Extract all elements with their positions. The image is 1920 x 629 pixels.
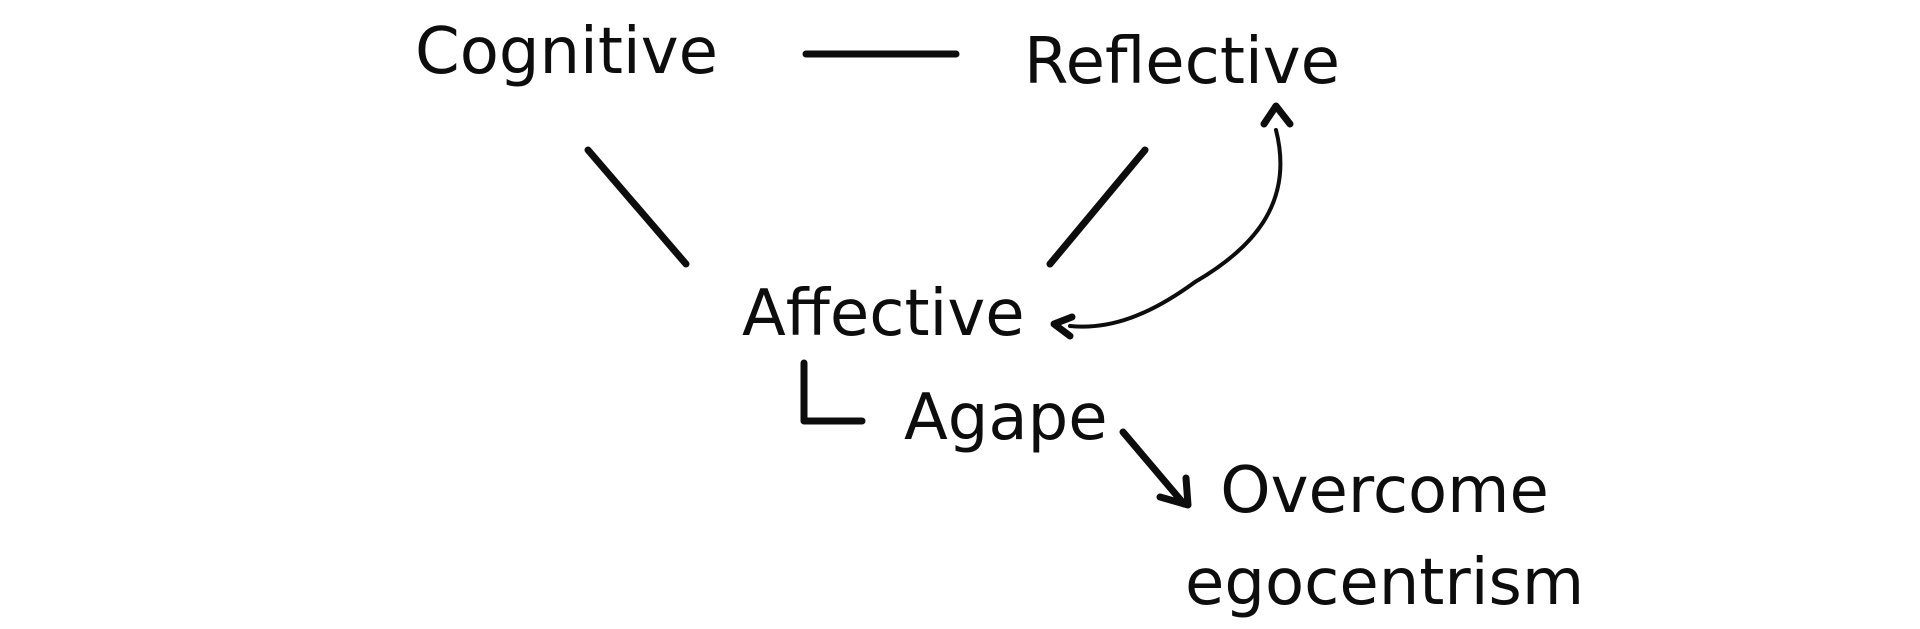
node-outcome-line2: egocentrism (1185, 546, 1585, 620)
node-affective: Affective (742, 277, 1025, 351)
edge-affective-agape-elbow (800, 359, 866, 425)
arrowhead-to-affective (1050, 313, 1076, 340)
edge-agape-outcome (1119, 428, 1188, 508)
edge-reflective-affective (1046, 146, 1149, 268)
edge-cognitive-affective (584, 146, 690, 268)
arrowhead-to-reflective (1260, 102, 1294, 128)
node-outcome-line1: Overcome (1220, 454, 1549, 528)
node-reflective: Reflective (1024, 25, 1340, 99)
node-cognitive: Cognitive (415, 15, 718, 89)
node-overcome-egocentrism: Overcome egocentrism (1185, 445, 1584, 629)
node-agape: Agape (904, 381, 1108, 455)
edge-affective-reflective-curve (1068, 128, 1283, 329)
arrowhead-to-outcome (1156, 474, 1192, 509)
